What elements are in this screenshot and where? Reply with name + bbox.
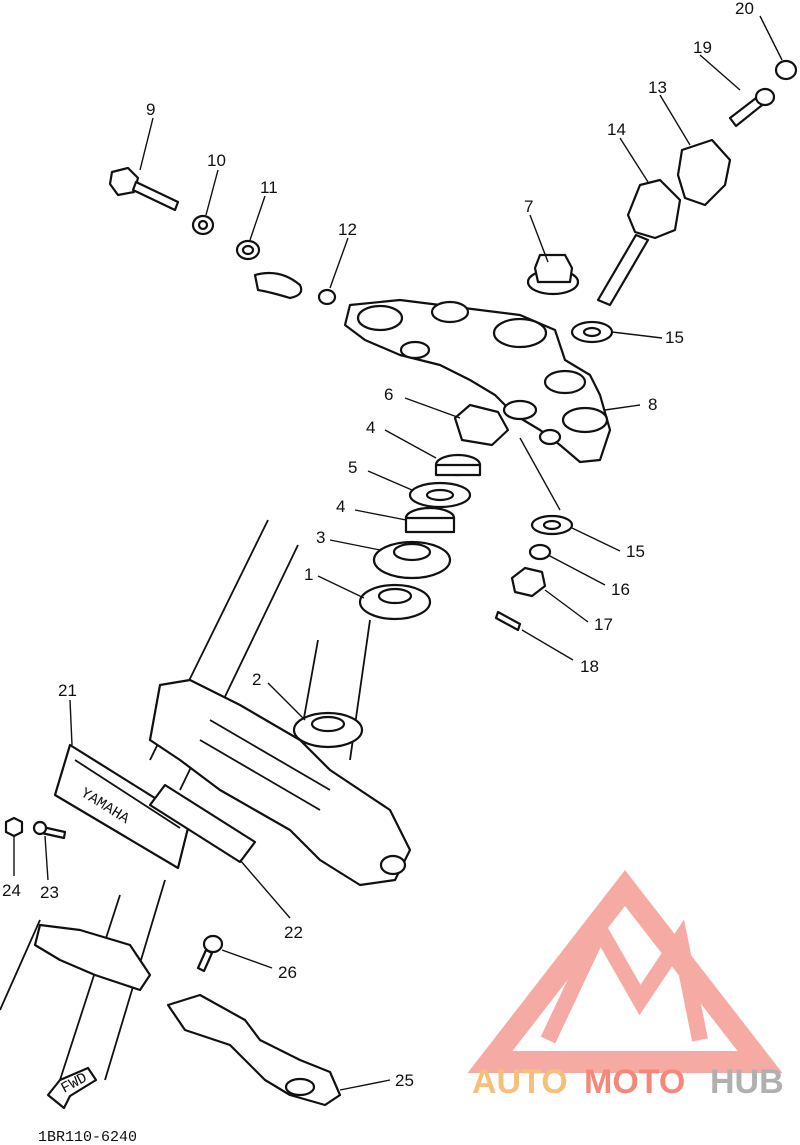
collar-16 [528, 543, 552, 561]
callout-8: 8 [648, 395, 657, 414]
callout-17: 17 [594, 615, 613, 634]
washer-10 [191, 214, 215, 236]
bolt-18 [494, 610, 522, 632]
bearing-3 [372, 540, 452, 580]
watermark-text: AUTO MOTO HUB [472, 1063, 784, 1101]
washer-6 [453, 403, 510, 447]
callout-21: 21 [58, 681, 77, 700]
clip-12 [253, 271, 337, 306]
lower-bracket [148, 619, 412, 887]
callout-26: 26 [278, 963, 297, 982]
callout-4-upper: 4 [366, 418, 375, 437]
callout-16: 16 [611, 580, 630, 599]
washer-15-lower [530, 514, 574, 536]
callout-4-lower: 4 [336, 497, 345, 516]
diagram-code: 1BR110-6240 [38, 1129, 137, 1145]
bearing-2 [292, 711, 364, 749]
callout-18: 18 [580, 657, 599, 676]
watermark-logo [467, 870, 783, 1073]
ring-nut-4-lower [404, 506, 456, 534]
callout-1: 1 [304, 565, 313, 584]
nut-24 [4, 816, 24, 838]
fork-lower-left [33, 923, 152, 992]
holder-13 [676, 138, 732, 207]
bolt-9 [108, 166, 180, 212]
bracket-22 [148, 783, 257, 864]
callout-6: 6 [384, 385, 393, 404]
callout-3: 3 [316, 528, 325, 547]
washer-15-upper [570, 320, 614, 344]
washer-5 [408, 481, 472, 509]
washer-11 [235, 239, 261, 261]
cap-7 [526, 253, 580, 296]
stay-25 [166, 993, 342, 1107]
callout-2: 2 [252, 670, 261, 689]
callout-23: 23 [40, 883, 59, 902]
watermark-word-auto: AUTO [472, 1063, 568, 1101]
callout-13: 13 [648, 78, 667, 97]
callout-7: 7 [524, 197, 533, 216]
callout-25: 25 [395, 1071, 414, 1090]
callout-10: 10 [207, 151, 226, 170]
watermark-inner-mark [540, 912, 708, 1044]
callout-12: 12 [338, 220, 357, 239]
callout-labels: 9 10 11 12 7 14 13 19 20 15 8 6 4 5 4 3 … [2, 0, 754, 1090]
callout-20: 20 [735, 0, 754, 18]
cap-20 [774, 59, 798, 81]
callout-9: 9 [146, 100, 155, 119]
callout-24: 24 [2, 881, 21, 900]
ring-nut-4-upper [434, 453, 482, 477]
holder-14 [596, 178, 682, 307]
leader-lines [13, 15, 783, 1091]
callout-14: 14 [607, 120, 626, 139]
callout-5: 5 [348, 458, 357, 477]
bearing-1 [358, 583, 432, 621]
callout-15-lower: 15 [626, 542, 645, 561]
nut-17 [510, 566, 547, 598]
watermark-word-moto: MOTO [584, 1063, 685, 1101]
bolt-19 [728, 87, 776, 128]
emblem-21 [53, 743, 192, 870]
fwd-arrow [46, 1066, 98, 1110]
callout-19: 19 [693, 38, 712, 57]
upper-bracket [343, 298, 612, 464]
callout-11: 11 [260, 178, 278, 197]
watermark-word-hub: HUB [710, 1063, 784, 1101]
bolt-26 [196, 934, 224, 973]
callout-15-upper: 15 [665, 328, 684, 347]
callout-22: 22 [284, 923, 303, 942]
bolt-23 [32, 820, 67, 840]
